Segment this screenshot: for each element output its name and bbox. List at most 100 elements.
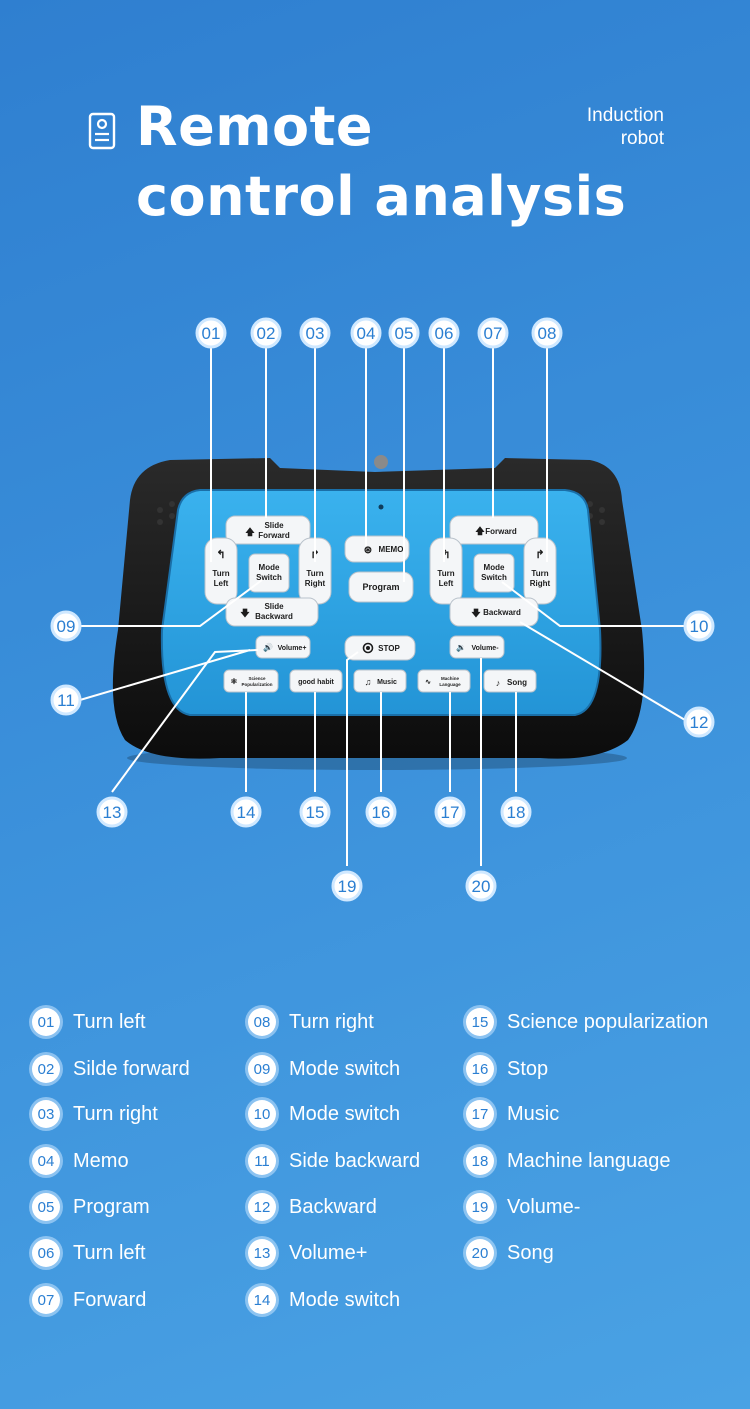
- legend-label: Turn right: [289, 1010, 374, 1033]
- callout-number: 12: [690, 713, 709, 732]
- callout-number: 17: [441, 803, 460, 822]
- legend-number-badge: 10: [248, 1100, 276, 1128]
- turn-left-label-1: Turn: [212, 569, 229, 578]
- mode-switch-label-1: Mode: [484, 563, 505, 572]
- waveform-icon: ∿: [425, 679, 431, 686]
- music-button[interactable]: ♫ Music: [353, 669, 407, 693]
- legend-label: Music: [507, 1102, 560, 1125]
- callout-08: 08: [531, 317, 563, 349]
- atom-icon: ⚛: [230, 677, 237, 686]
- callout-01: 01: [195, 317, 227, 349]
- forward-label: Forward: [485, 527, 517, 536]
- callout-06: 06: [428, 317, 460, 349]
- callout-number: 11: [57, 691, 75, 710]
- turn-right-label-1: Turn: [531, 569, 548, 578]
- science-label-1: Science: [248, 676, 266, 681]
- legend-label: Program: [73, 1195, 150, 1218]
- antenna-knob: [374, 455, 388, 469]
- science-label-2: Popularization: [241, 682, 272, 687]
- speaker-grille-right: [587, 501, 605, 525]
- callout-number: 04: [357, 324, 376, 343]
- legend-number-badge: 06: [32, 1239, 60, 1267]
- legend-label: Volume+: [289, 1241, 368, 1264]
- legend-number-badge: 17: [466, 1100, 494, 1128]
- slide-forward-button[interactable]: Slide Forward 🡅: [225, 515, 311, 545]
- callout-20: 20: [465, 870, 497, 902]
- program-button[interactable]: Program: [348, 571, 414, 603]
- turn-left-button[interactable]: ↰ Turn Left: [204, 537, 238, 605]
- backward-button[interactable]: 🡇 Backward: [449, 597, 539, 627]
- machine-language-button[interactable]: ∿ Machine Language: [417, 669, 471, 693]
- turn-left-label-2: Left: [439, 579, 454, 588]
- slide-backward-label-1: Slide: [264, 602, 284, 611]
- good-habit-button[interactable]: good habit: [289, 669, 343, 693]
- callout-number: 09: [57, 617, 76, 636]
- callout-number: 03: [306, 324, 325, 343]
- slide-backward-button[interactable]: Slide Backward 🡇: [225, 597, 319, 627]
- music-note-icon: ♪: [496, 678, 501, 688]
- callout-number: 15: [306, 803, 325, 822]
- turn-right-arrow-icon: ↱: [535, 549, 544, 561]
- song-button[interactable]: ♪ Song: [483, 669, 537, 693]
- callout-12: 12: [683, 706, 715, 738]
- callout-number: 13: [103, 803, 122, 822]
- arrow-down-icon: 🡇: [240, 608, 250, 618]
- science-popularization-button[interactable]: ⚛ Science Popularization: [223, 669, 279, 693]
- volume-plus-button[interactable]: 🔊 Volume+: [255, 635, 311, 659]
- turn-left-button-2[interactable]: ↰ Turn Left: [429, 537, 463, 605]
- turn-right-label-2: Right: [305, 579, 326, 588]
- callout-13: 13: [96, 796, 128, 828]
- callout-number: 06: [435, 324, 454, 343]
- turn-left-label-1: Turn: [437, 569, 454, 578]
- mode-switch-label-2: Switch: [256, 573, 282, 582]
- remote-diagram: Slide Forward 🡅 ↰ Turn Left Mode Switch …: [50, 317, 715, 902]
- callout-17: 17: [434, 796, 466, 828]
- good-habit-label: good habit: [298, 679, 334, 686]
- legend-number-badge: 07: [32, 1286, 60, 1314]
- turn-right-label-1: Turn: [306, 569, 323, 578]
- turn-left-arrow-icon: ↰: [441, 549, 450, 561]
- stop-button[interactable]: STOP: [344, 635, 416, 661]
- speaker-icon: 🔊: [263, 642, 273, 652]
- slide-forward-label-1: Slide: [264, 521, 284, 530]
- forward-button[interactable]: 🡅 Forward: [449, 515, 539, 545]
- slide-forward-label-2: Forward: [258, 531, 290, 540]
- subtitle-line-2: robot: [620, 128, 664, 149]
- turn-left-label-2: Left: [214, 579, 229, 588]
- legend-label: Stop: [507, 1057, 549, 1080]
- backward-label: Backward: [483, 608, 521, 617]
- legend-label: Machine language: [507, 1149, 671, 1172]
- stop-label: STOP: [378, 644, 400, 653]
- title-line-2: control analysis: [136, 165, 627, 228]
- speaker-grille-left: [157, 501, 175, 525]
- indicator-led: [378, 504, 384, 510]
- memo-button[interactable]: ⊛ MEMO: [344, 535, 410, 563]
- callout-03: 03: [299, 317, 331, 349]
- legend-label: Mode switch: [289, 1288, 401, 1311]
- legend-label: Silde forward: [73, 1057, 190, 1080]
- legend-number-badge: 13: [248, 1239, 276, 1267]
- memo-label: MEMO: [379, 545, 404, 554]
- product-subtitle: Induction robot: [587, 104, 664, 150]
- arrow-up-icon: 🡅: [245, 527, 255, 537]
- volume-minus-button[interactable]: 🔉 Volume-: [449, 635, 505, 659]
- legend-number-badge: 18: [466, 1147, 494, 1175]
- legend-item: 18 Machine language: [466, 1146, 670, 1176]
- legend-label: Science popularization: [507, 1010, 709, 1033]
- turn-right-button-2[interactable]: ↱ Turn Right: [523, 537, 557, 605]
- song-label: Song: [507, 678, 527, 687]
- title-line-1: Remote: [136, 95, 374, 158]
- legend-number-badge: 19: [466, 1193, 494, 1221]
